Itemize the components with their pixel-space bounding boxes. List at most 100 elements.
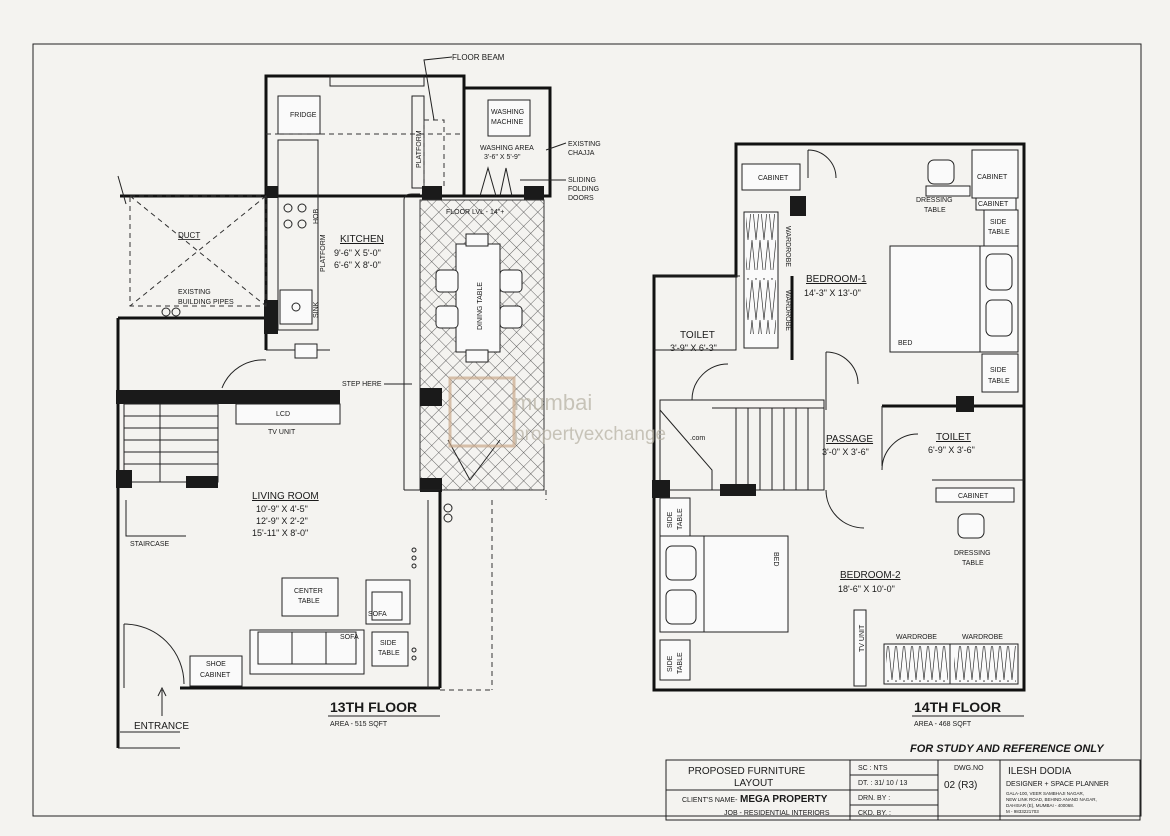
bedroom1-label: BEDROOM-1 — [806, 274, 867, 285]
tv-unit — [235, 403, 341, 425]
cabinet-left-label: CABINET — [758, 175, 789, 182]
dressing-table-top — [925, 185, 971, 197]
side-table — [371, 631, 409, 667]
toilet2-label: TOILET — [936, 432, 971, 443]
bed2-label: BED — [772, 552, 779, 566]
watermark-text-3: .com — [690, 435, 705, 442]
duct-label: DUCT — [178, 231, 200, 240]
washing-machine — [487, 99, 531, 137]
side-table-b2-bot-1: SIDE — [667, 655, 674, 672]
checked-by: CKD. BY. : — [858, 810, 891, 817]
client-name: MEGA PROPERTY — [740, 794, 828, 805]
kitchen-platform-label: PLATFORM — [320, 234, 327, 272]
date: DT. : 31/ 10 / 13 — [858, 780, 908, 787]
watermark-text-1: mumbai — [514, 390, 592, 415]
side-table-b2-top-2: TABLE — [677, 508, 684, 530]
bedroom2-dim: 18'-6" X 10'-0" — [838, 584, 895, 594]
address-2: NEW LINK ROAD, BEHIND ANAND NAGAR, — [1006, 797, 1097, 802]
address-3: DAHISAR (E), MUMBAI - 400068. — [1006, 803, 1074, 808]
staircase-14 — [659, 399, 825, 491]
dressing-b2-label-2: TABLE — [962, 560, 984, 567]
study-note: FOR STUDY AND REFERENCE ONLY — [910, 743, 1105, 755]
floor-level-label: FLOOR LVL - 14"+ — [446, 209, 504, 216]
dwg-no: 02 (R3) — [944, 780, 977, 791]
wardrobe2-label-2: WARDROBE — [962, 634, 1003, 641]
dwg-no-label: DWG.NO — [954, 765, 984, 772]
living-room-label: LIVING ROOM — [252, 491, 319, 502]
living-dim-2: 12'-9" X 2'-2" — [256, 516, 308, 526]
sink-label: SINK — [313, 301, 320, 318]
chajja-label-2: CHAJJA — [568, 150, 595, 157]
cabinet-small-label: CABINET — [978, 201, 1009, 208]
tv-unit-14-label: TV UNIT — [859, 624, 866, 652]
hob-label: HOB — [313, 209, 320, 225]
wardrobe1-label-2: WARDROBE — [784, 290, 791, 331]
passage-label: PASSAGE — [826, 434, 873, 445]
side-table-label-1: SIDE — [380, 640, 397, 647]
cabinet-right — [971, 149, 1019, 199]
bedroom2-label: BEDROOM-2 — [840, 570, 901, 581]
wardrobe2-label-1: WARDROBE — [896, 634, 937, 641]
watermark-text-2: propertyexchange — [514, 424, 666, 445]
shoe-cabinet — [189, 655, 243, 687]
bedroom1-dim: 14'-3" X 13'-0" — [804, 288, 861, 298]
step-here-label: STEP HERE — [342, 381, 382, 388]
entrance-label: ENTRANCE — [134, 721, 189, 732]
designer-name: ILESH DODIA — [1008, 766, 1072, 777]
drawing-title-1: PROPOSED FURNITURE — [688, 766, 806, 777]
scale: SC : NTS — [858, 765, 888, 772]
client-label: CLIENT'S NAME- — [682, 797, 738, 804]
job-description: JOB - RESIDENTIAL INTERIORS — [724, 810, 830, 817]
living-dim-1: 10'-9" X 4'-5" — [256, 504, 308, 514]
sheet-border — [32, 43, 1142, 817]
toilet1-dim: 3'-9" X 6'-3" — [670, 343, 717, 353]
washing-area-label: WASHING AREA — [480, 145, 534, 152]
center-table-label-2: TABLE — [298, 598, 320, 605]
cabinet-b2-label: CABINET — [958, 493, 989, 500]
toilet2-dim: 6'-9" X 3'-6" — [928, 445, 975, 455]
side-table-top-label-2: TABLE — [988, 229, 1010, 236]
dining-table-label: DINING TABLE — [477, 282, 484, 330]
side-table-b1-label-1: SIDE — [990, 367, 1007, 374]
pipes-label-1: EXISTING — [178, 289, 211, 296]
fridge-label: FRIDGE — [290, 112, 317, 119]
dressing-b2-label-1: DRESSING — [954, 550, 991, 557]
designer-role: DESIGNER + SPACE PLANNER — [1006, 781, 1109, 788]
passage-dim: 3'-0" X 3'-6" — [822, 447, 869, 457]
center-table-label-1: CENTER — [294, 588, 323, 595]
dining-table — [455, 243, 501, 353]
lcd-label: LCD — [276, 411, 290, 418]
address-1: GALA-100, VEER SAMBHAJI NAGAR, — [1006, 791, 1084, 796]
staircase-label: STAIRCASE — [130, 541, 169, 548]
sliding-doors-label-2: FOLDING — [568, 186, 599, 193]
sofa-chair-label: SOFA — [368, 611, 387, 618]
watermark-logo — [448, 376, 516, 448]
center-table — [281, 577, 339, 617]
shoe-cabinet-label-1: SHOE — [206, 661, 226, 668]
platform-label-right: PLATFORM — [416, 130, 423, 168]
side-table-b1-label-2: TABLE — [988, 378, 1010, 385]
tv-unit-label: TV UNIT — [268, 429, 296, 436]
toilet1-label: TOILET — [680, 330, 715, 341]
sofa-label: SOFA — [340, 634, 359, 641]
floor13-plan: FRIDGE HOB SINK PLATFORM PLATFORM FLOOR … — [116, 53, 601, 749]
kitchen-dim-1: 9'-6" X 5'-0" — [334, 248, 381, 258]
pipes-label-2: BUILDING PIPES — [178, 299, 234, 306]
shoe-cabinet-label-2: CABINET — [200, 672, 231, 679]
floor14-plan: CABINET CABINET CABINET DRESSING TABLE S… — [652, 142, 1026, 728]
wardrobe1-label-1: WARDROBE — [784, 226, 791, 267]
dressing-table-top-label-1: DRESSING — [916, 197, 953, 204]
title-block: PROPOSED FURNITURE LAYOUT CLIENT'S NAME-… — [665, 759, 1141, 821]
sliding-doors-label-3: DOORS — [568, 195, 594, 202]
floor14-title: 14TH FLOOR — [914, 699, 1001, 715]
floor13-area: AREA - 515 SQFT — [330, 721, 388, 728]
cabinet-right-label: CABINET — [977, 174, 1008, 181]
side-table-label-2: TABLE — [378, 650, 400, 657]
watermark: mumbai propertyexchange .com — [448, 376, 705, 448]
kitchen-dim-2: 6'-6" X 8'-0" — [334, 260, 381, 270]
washing-machine-label-1: WASHING — [491, 109, 524, 116]
floor-beam-label: FLOOR BEAM — [452, 53, 505, 62]
address-4: M - 9833221703 — [1006, 809, 1039, 814]
kitchen-label: KITCHEN — [340, 234, 384, 245]
